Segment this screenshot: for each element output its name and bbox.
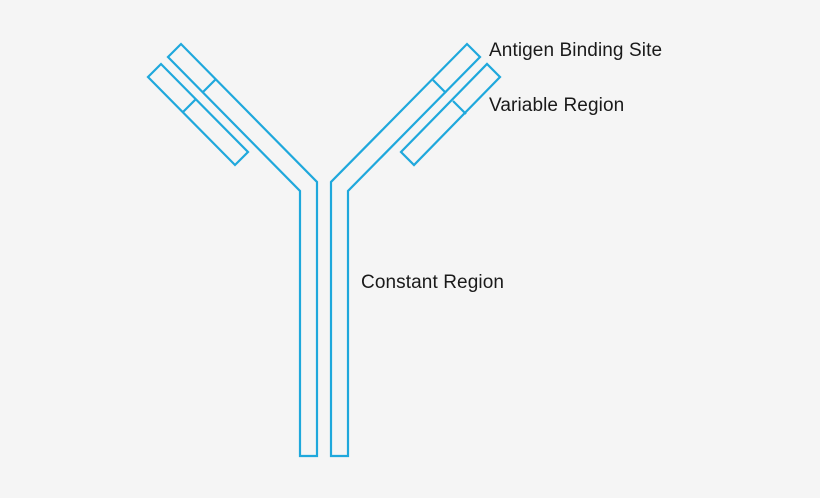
variable-region-label: Variable Region — [489, 95, 625, 116]
light-chain-left-divider — [182, 98, 197, 113]
constant-region-label: Constant Region — [361, 272, 505, 293]
light-chain-right — [399, 62, 502, 167]
heavy-chain-right — [329, 42, 482, 458]
heavy-chain-left — [166, 42, 319, 458]
heavy-chain-left-divider — [202, 78, 217, 93]
heavy-chain-right-divider — [432, 79, 447, 94]
light-chain-right-divider — [452, 100, 467, 115]
light-chain-left — [146, 62, 250, 167]
antigen-binding-site-label: Antigen Binding Site — [489, 40, 663, 61]
